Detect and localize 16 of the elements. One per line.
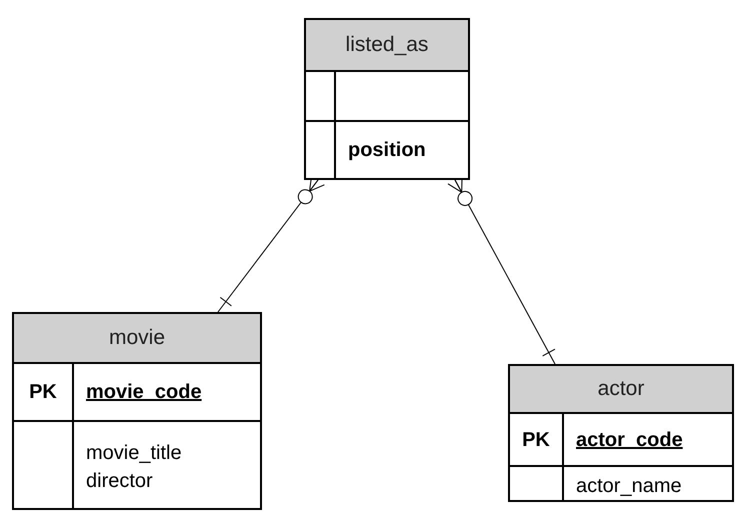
attribute-row	[14, 364, 260, 422]
attribute-name: actor_name	[576, 474, 683, 498]
key-label: PK	[522, 428, 550, 452]
attribute-row	[510, 414, 732, 467]
attribute-name: movie_title director	[86, 441, 183, 494]
entity-name: actor	[598, 376, 644, 402]
attribute-name: movie_code	[86, 380, 203, 405]
attribute-name: position	[348, 138, 427, 163]
key-label: PK	[29, 380, 57, 405]
entity-name: movie	[108, 325, 166, 352]
entity-table	[12, 312, 262, 510]
entity-table	[304, 18, 470, 180]
entity-name: listed_as	[346, 32, 428, 58]
entity-table	[508, 364, 734, 502]
attribute-row	[306, 72, 468, 122]
attribute-name: actor_code	[576, 428, 684, 452]
